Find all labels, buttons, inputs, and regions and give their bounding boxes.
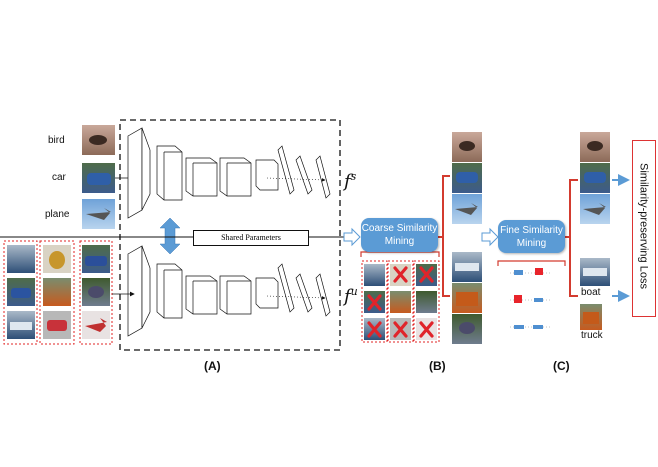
fine-similarity-bars [510,268,550,329]
fine-fork [565,179,578,297]
coarse-fork [436,175,450,297]
feature-fs-base: f [344,171,351,192]
label-plane: plane [45,209,70,220]
coarse-bracket-bottom [360,251,440,257]
shared-double-arrow [159,217,181,255]
unlabelled-thumbs [7,245,110,339]
coarse-mining-box: Coarse Similarity Mining [361,218,438,252]
panel-label-c: (C) [553,359,570,373]
cnn-source [127,127,331,219]
label-car: car [52,172,66,183]
unlabelled-col-2 [39,240,75,345]
thumb-bird-shape [89,135,107,145]
coarse-col-1 [361,260,388,343]
cnn-unlabelled [127,245,331,337]
fine-bracket [497,260,566,266]
final-thumbs [580,132,610,330]
reject-cross-marks [367,266,434,338]
shared-parameters-box: Shared Parameters [193,230,309,246]
feature-fu: fu [344,285,358,307]
coarse-selected-thumbs [452,132,482,344]
cnn-unlabelled-flow [266,295,326,300]
fine-mining-box: Fine Similarity Mining [498,220,565,253]
to-fine-arrow [481,227,499,247]
unlabelled-col-3 [79,240,113,345]
label-truck: truck [581,330,603,341]
to-coarse-arrow [343,227,361,247]
label-boat: boat [581,287,601,298]
feature-fs-sup: s [350,170,357,183]
label-bird: bird [48,135,65,146]
feature-fs: fs [344,170,356,192]
panel-label-b: (B) [429,359,446,373]
coarse-col-3 [413,260,440,343]
thumb-car-shape [87,173,111,185]
loss-label: Similarity-preserving Loss [637,163,650,289]
thumb-plane-shape [86,208,111,220]
panel-label-a: (A) [204,359,221,373]
loss-box [632,140,656,317]
network-frame [119,119,341,351]
cnn-source-flow [266,177,326,182]
feature-fu-sup: u [350,285,358,298]
coarse-col-2 [387,260,414,343]
unlabelled-col-1 [3,240,38,345]
feature-fu-base: f [344,286,351,307]
